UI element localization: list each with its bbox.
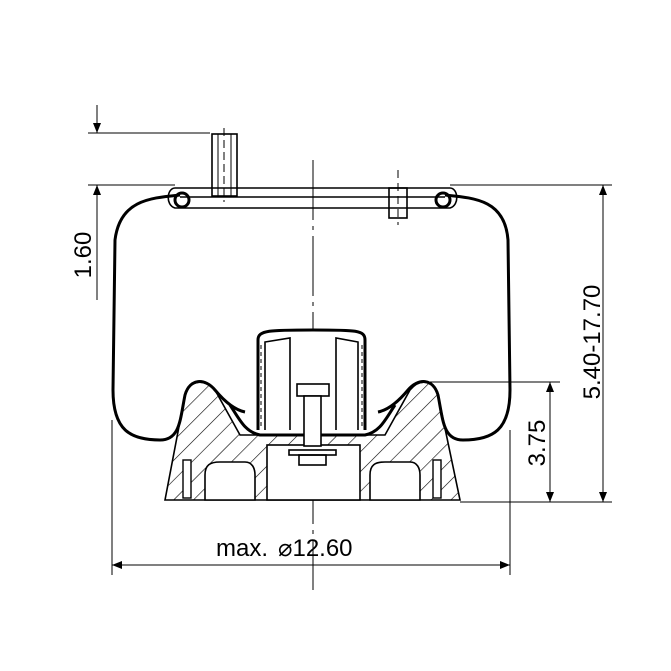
dim-label-height-range: 5.40-17.70 (579, 285, 606, 400)
dim-label-3-75: 3.75 (524, 420, 551, 467)
dimension-height-range: 5.40-17.70 (450, 184, 612, 503)
bumper-cup (256, 328, 367, 466)
dim-label-1-60: 1.60 (70, 232, 97, 279)
dim-label-max-diameter: max.⌀12.60 (216, 535, 353, 562)
dimension-top-offset: 1.60 (70, 105, 210, 300)
dimension-max-diameter: max.⌀12.60 (111, 420, 511, 575)
dimension-piston-height: 3.75 (430, 381, 560, 502)
top-plate (167, 128, 458, 225)
